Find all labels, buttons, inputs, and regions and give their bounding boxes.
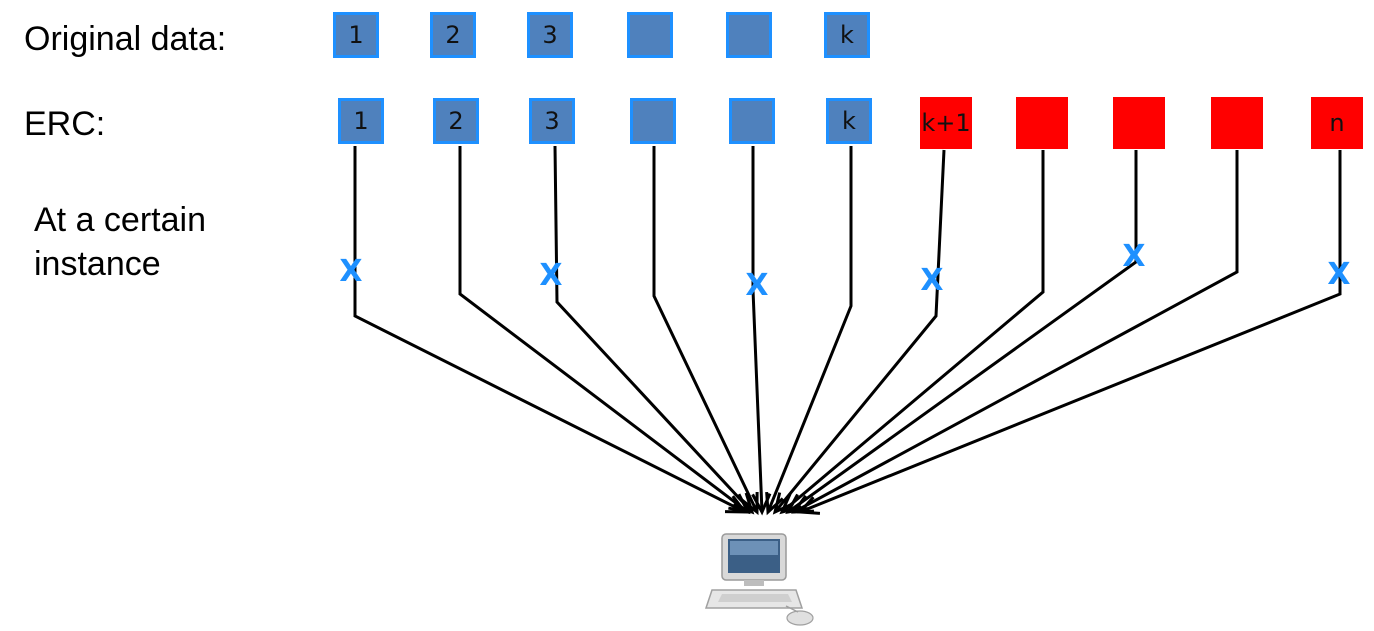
erc-block-1: 1: [338, 98, 384, 144]
link-line-3: [553, 145, 754, 514]
link-line-2: [458, 146, 749, 514]
erc-block-n: n: [1311, 97, 1363, 149]
erc-block-4: [630, 98, 676, 144]
link-line-9: [787, 150, 1138, 514]
link-line-8: [781, 150, 1045, 514]
instance-label-line-1: At a certain: [34, 201, 206, 239]
arrowhead-11: [796, 496, 821, 515]
original-data-label: Original data:: [24, 20, 227, 58]
arrowhead-3: [732, 492, 755, 515]
arrowhead-4: [740, 491, 759, 516]
link-line-11: [799, 150, 1342, 514]
failure-mark-3: X: [539, 258, 562, 293]
link-line-10: [793, 150, 1239, 514]
failure-mark-1: X: [339, 254, 362, 289]
erc-parity-block-4: [1211, 97, 1263, 149]
link-line-1: [353, 146, 746, 514]
erc-block-k-plus-1: k+1: [920, 97, 972, 149]
failure-mark-7: X: [920, 263, 943, 298]
original-block-2: 2: [430, 12, 476, 58]
instance-label: At a certain instance: [34, 198, 206, 286]
links-group: [353, 145, 1342, 516]
instance-label-line-2: instance: [34, 245, 161, 283]
erc-parity-block-2: [1016, 97, 1068, 149]
erc-parity-block-3: [1113, 97, 1165, 149]
original-block-4: [627, 12, 673, 58]
original-block-3: 3: [527, 12, 573, 58]
link-line-7: [773, 149, 946, 513]
failure-mark-11: X: [1327, 257, 1350, 292]
erc-block-5: [729, 98, 775, 144]
original-block-5: [726, 12, 772, 58]
original-block-1: 1: [333, 12, 379, 58]
erc-block-3: 3: [529, 98, 575, 144]
erc-label: ERC:: [24, 105, 106, 143]
desktop-computer-icon: [704, 533, 814, 626]
erc-block-k: k: [826, 98, 872, 144]
link-line-5: [751, 146, 764, 513]
link-line-4: [652, 146, 759, 513]
link-line-6: [766, 146, 853, 513]
original-block-k: k: [824, 12, 870, 58]
failure-mark-9: X: [1122, 239, 1145, 274]
failure-mark-5: X: [745, 268, 768, 303]
erc-block-2: 2: [433, 98, 479, 144]
